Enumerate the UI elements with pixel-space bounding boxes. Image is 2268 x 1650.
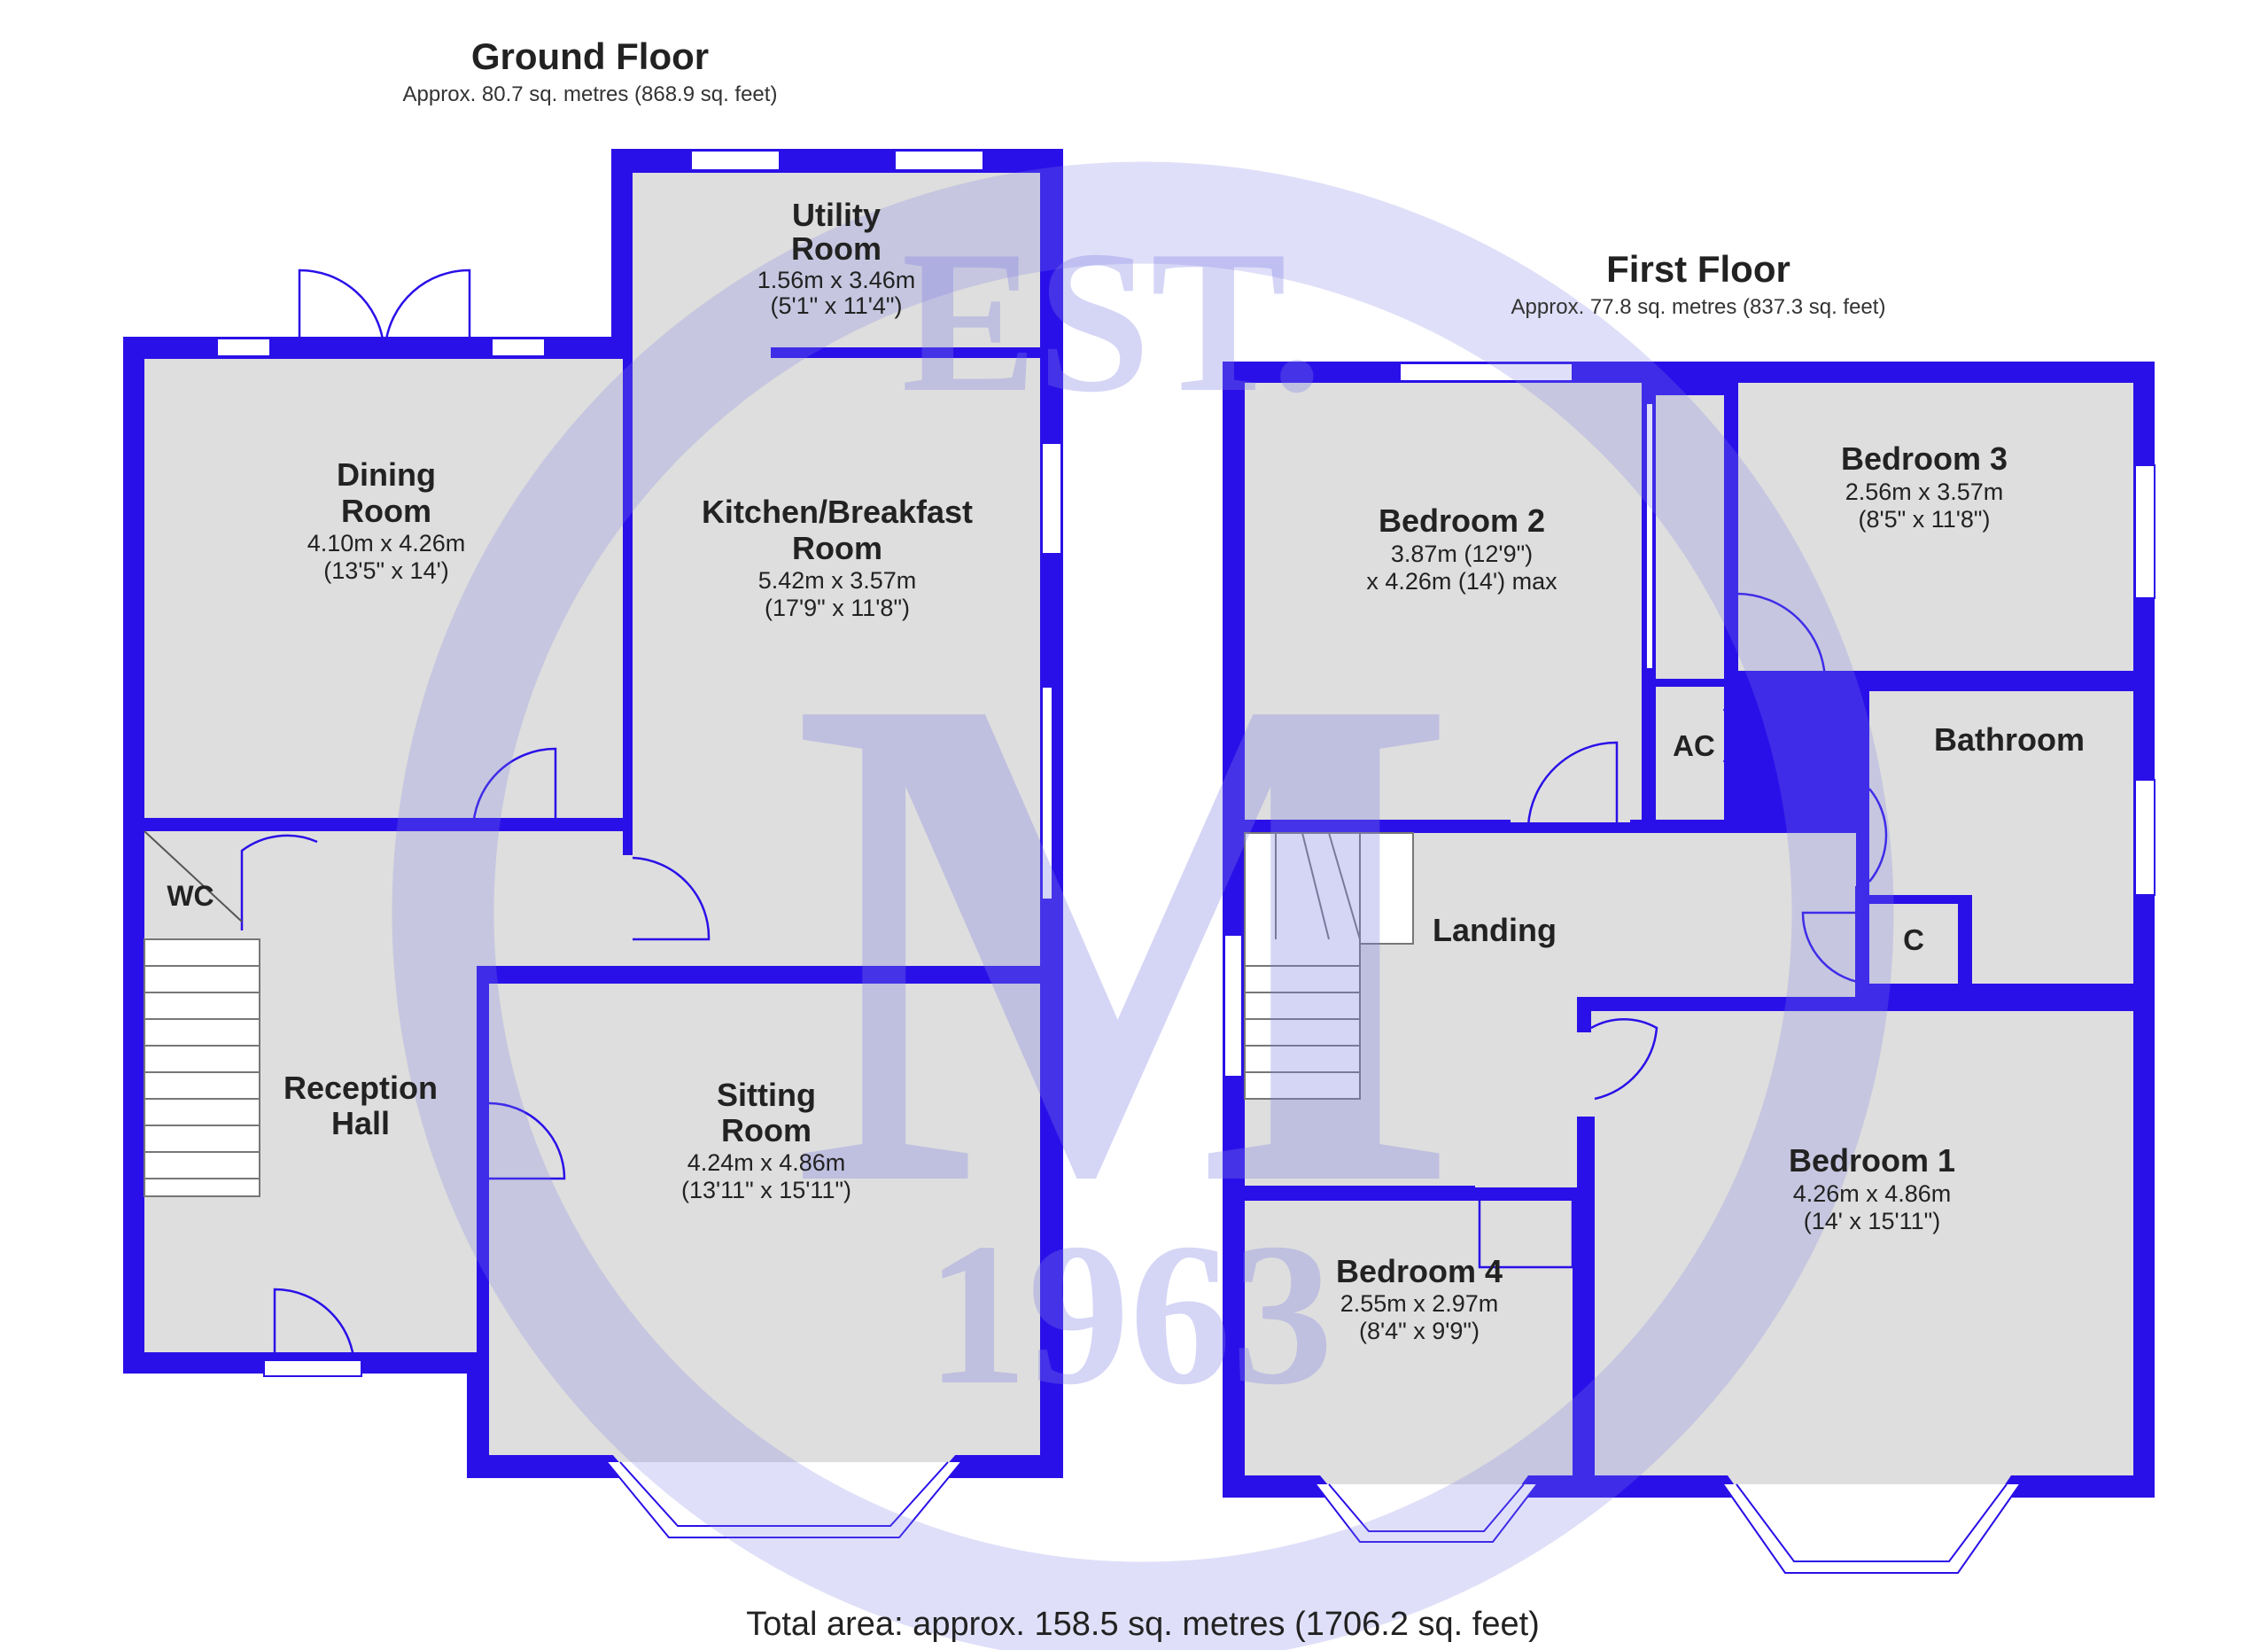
room-name: Room [791,230,882,267]
room-name: Reception [284,1070,438,1106]
room-name: Sitting [717,1077,816,1113]
watermark-letter: M [790,548,1459,1333]
room-dims: (14' x 15'11") [1804,1208,1940,1234]
room-name: Bedroom 3 [1841,440,2008,477]
room-dims: (13'11" x 15'11") [681,1177,851,1203]
room-name: Bedroom 4 [1336,1253,1503,1289]
watermark: EST. 1963 M [392,161,1894,1650]
room-dims: 4.10m x 4.26m [307,530,466,556]
room-dims: (8'5" x 11'8") [1858,506,1990,533]
watermark-year: 1963 [926,1201,1333,1427]
room-dims: 2.55m x 2.97m [1340,1290,1499,1317]
sitting-room-floor [489,984,1040,1455]
bedroom-3-floor [1738,383,2133,671]
bedroom-4-floor [1245,1201,1573,1475]
first-floor-title: First Floor [1606,248,1790,290]
stair-treads [144,965,260,1179]
kitchen-floor [633,173,1040,966]
room-dims: (13'5" x 14') [323,557,448,584]
wardrobe-floor [1656,395,1724,679]
first-floor-labels: First Floor Approx. 77.8 sq. metres (837… [1336,248,2085,1344]
ground-floor-plan [123,149,1063,1538]
c-cupboard-floor [1869,904,1967,984]
room-name: Kitchen/Breakfast [702,494,973,530]
first-floor-plan [1223,362,2155,1574]
room-name: Room [792,530,882,566]
room-name: Room [341,493,431,529]
bedroom-2-floor [1245,383,1642,822]
room-name: Room [721,1112,812,1148]
stair-treads-first [1245,832,1414,1099]
room-name: AC [1673,729,1715,762]
room-name: Bathroom [1934,721,2085,758]
bedroom-1-floor [1595,1010,2133,1475]
room-name: Hall [331,1105,390,1141]
room-name: Bedroom 2 [1379,502,1545,539]
room-dims: x 4.26m (14') max [1366,568,1557,595]
room-dims: 5.42m x 3.57m [758,567,917,594]
room-dims: (17'9" x 11'8") [765,595,910,621]
ground-floor-title: Ground Floor [471,35,709,77]
ground-floor-area: Approx. 80.7 sq. metres (868.9 sq. feet) [403,82,778,106]
room-name: Utility [792,197,881,233]
room-dims: 1.56m x 3.46m [757,267,916,293]
room-name: Landing [1433,912,1557,948]
total-area: Total area: approx. 158.5 sq. metres (17… [746,1606,1540,1643]
room-dims: (8'4" x 9'9") [1359,1318,1480,1344]
room-name: Dining [337,456,436,493]
room-dims: 4.26m x 4.86m [1793,1180,1952,1207]
ac-floor [1656,687,1724,820]
ground-floor-labels: Ground Floor Approx. 80.7 sq. metres (86… [167,35,973,1203]
room-name: WC [167,880,214,912]
room-name: Bedroom 1 [1789,1142,1955,1179]
watermark-est: EST. [901,208,1322,434]
room-dims: 4.24m x 4.86m [687,1149,846,1176]
hall-link-floor [477,831,633,966]
room-name: C [1903,923,1924,956]
room-dims: (5'1" x 11'4") [770,292,902,319]
dining-room-floor [144,359,623,818]
first-floor-area: Approx. 77.8 sq. metres (837.3 sq. feet) [1511,295,1886,319]
room-dims: 2.56m x 3.57m [1845,479,2004,505]
room-dims: 3.87m (12'9") [1391,541,1533,567]
